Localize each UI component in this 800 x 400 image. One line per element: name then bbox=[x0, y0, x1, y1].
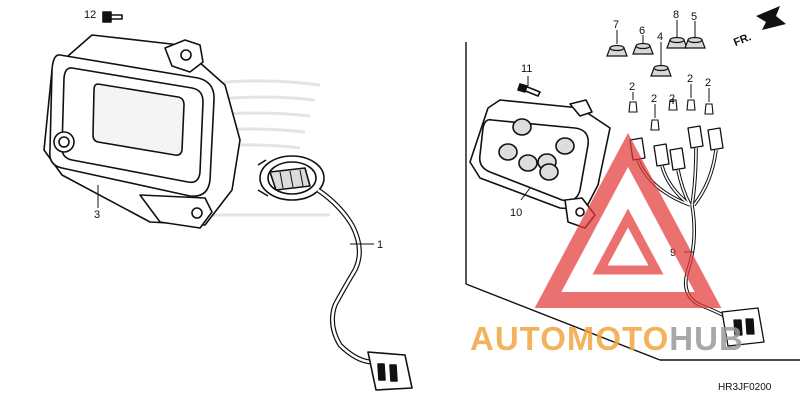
rubber-caps bbox=[606, 36, 706, 77]
socket-harness bbox=[629, 125, 765, 347]
callout-2-d: 2 bbox=[687, 73, 693, 85]
callout-9: 9 bbox=[670, 247, 676, 259]
callout-5: 5 bbox=[691, 11, 697, 23]
watermark-part-2: HUB bbox=[669, 320, 744, 357]
watermark-triangle-outer bbox=[534, 133, 722, 308]
watermark-part-1: AUTOMOTO bbox=[470, 320, 669, 357]
watermark-text: AUTOMOTOHUB bbox=[470, 320, 744, 357]
callout-2-a: 2 bbox=[629, 81, 635, 93]
callout-2-c: 2 bbox=[669, 93, 675, 105]
callout-2-b: 2 bbox=[651, 93, 657, 105]
right-panel-frame bbox=[465, 42, 800, 361]
callout-6: 6 bbox=[639, 25, 645, 37]
watermark-triangle-inner bbox=[592, 208, 664, 275]
meter-wire-harness bbox=[257, 155, 413, 391]
watermark-triangle-logo bbox=[534, 133, 722, 308]
indicator-housing bbox=[469, 83, 611, 229]
direction-label: FR. bbox=[732, 31, 753, 49]
callout-8: 8 bbox=[673, 9, 679, 21]
callout-12: 12 bbox=[84, 9, 96, 21]
callout-4: 4 bbox=[657, 31, 663, 43]
callout-3: 3 bbox=[94, 209, 100, 221]
callout-11: 11 bbox=[521, 63, 532, 75]
callout-1: 1 bbox=[377, 239, 383, 251]
callout-leaders-left bbox=[97, 185, 374, 245]
forward-arrow-icon bbox=[756, 6, 786, 30]
callout-2-e: 2 bbox=[705, 77, 711, 89]
callout-7: 7 bbox=[613, 19, 619, 31]
part-code: HR3JF0200 bbox=[718, 382, 772, 393]
meter-housing bbox=[43, 11, 241, 229]
callout-numbers: 12 3 1 11 10 9 7 6 4 8 5 2 2 2 2 2 bbox=[84, 9, 711, 259]
bulbs bbox=[628, 99, 714, 131]
callout-10: 10 bbox=[510, 207, 522, 219]
